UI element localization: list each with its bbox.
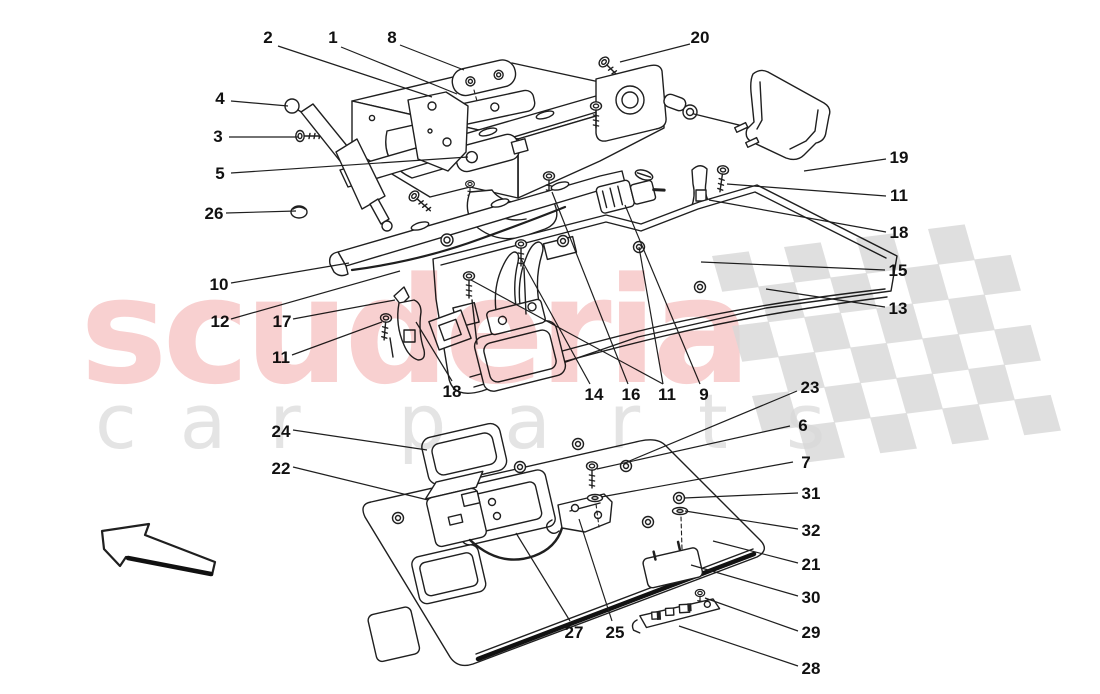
- callout-10: 10: [210, 275, 229, 294]
- tagline-watermark-word2: parts: [398, 377, 883, 466]
- callout-18-right: 18: [890, 223, 909, 242]
- callout-18-mid: 18: [443, 382, 462, 401]
- callout-24: 24: [272, 422, 291, 441]
- callout-2: 2: [263, 28, 272, 47]
- callout-3: 3: [213, 127, 222, 146]
- callout-labels: 2 1 8 20 4 3 5 26 10 12 17 11 24 22 19 1…: [205, 28, 909, 678]
- checkered-flag-watermark: [712, 224, 1061, 463]
- callout-28: 28: [802, 659, 821, 678]
- callout-11-mid: 11: [658, 385, 676, 404]
- callout-32: 32: [802, 521, 821, 540]
- lid-fasteners: [585, 461, 689, 550]
- callout-6: 6: [798, 416, 807, 435]
- bulb: [634, 169, 654, 181]
- callout-31: 31: [802, 484, 821, 503]
- striker-plate: [631, 588, 721, 634]
- tagline-watermark-word1: car: [95, 377, 344, 466]
- callout-9: 9: [699, 385, 708, 404]
- brand-watermark: scuderia: [80, 246, 746, 417]
- gasket: [421, 422, 508, 486]
- lamp-assembly: [595, 169, 666, 214]
- bulb-holder: [663, 93, 698, 120]
- hinge-bracket-plate: [407, 91, 469, 172]
- callout-1: 1: [328, 28, 337, 47]
- callout-25: 25: [606, 623, 625, 642]
- direction-arrow: [100, 522, 217, 577]
- callout-5: 5: [215, 164, 224, 183]
- lower-trim-panel: [432, 184, 898, 394]
- callout-14: 14: [585, 385, 604, 404]
- callout-21: 21: [802, 555, 821, 574]
- callout-27: 27: [565, 623, 584, 642]
- callout-20: 20: [691, 28, 710, 47]
- screw: [713, 164, 730, 194]
- callout-11-right: 11: [890, 186, 908, 205]
- callout-12: 12: [211, 312, 230, 331]
- callout-30: 30: [802, 588, 821, 607]
- top-mount-plate: [451, 54, 625, 126]
- mount-plate: [642, 540, 704, 589]
- lock-cable: [468, 526, 564, 561]
- callout-29: 29: [802, 623, 821, 642]
- gas-strut: [284, 98, 393, 232]
- leader-lines: [225, 43, 887, 667]
- callout-19: 19: [890, 148, 909, 167]
- callout-26: 26: [205, 204, 224, 223]
- callout-16: 16: [622, 385, 641, 404]
- callout-8: 8: [387, 28, 396, 47]
- lock-assembly: [424, 469, 613, 561]
- callout-7: 7: [801, 453, 810, 472]
- callout-22: 22: [272, 459, 291, 478]
- rail-bracket: [454, 133, 529, 203]
- washer: [586, 493, 604, 503]
- side-panel-right: [734, 69, 831, 161]
- callout-4: 4: [215, 89, 225, 108]
- rubber-bumper: [290, 205, 308, 219]
- callout-17: 17: [273, 312, 292, 331]
- support-bracket-left: [377, 286, 472, 361]
- illustration: [100, 54, 898, 667]
- support-arms: [462, 239, 546, 345]
- watermark-layer: scuderia car parts: [80, 224, 1061, 466]
- callout-11-left: 11: [272, 348, 290, 367]
